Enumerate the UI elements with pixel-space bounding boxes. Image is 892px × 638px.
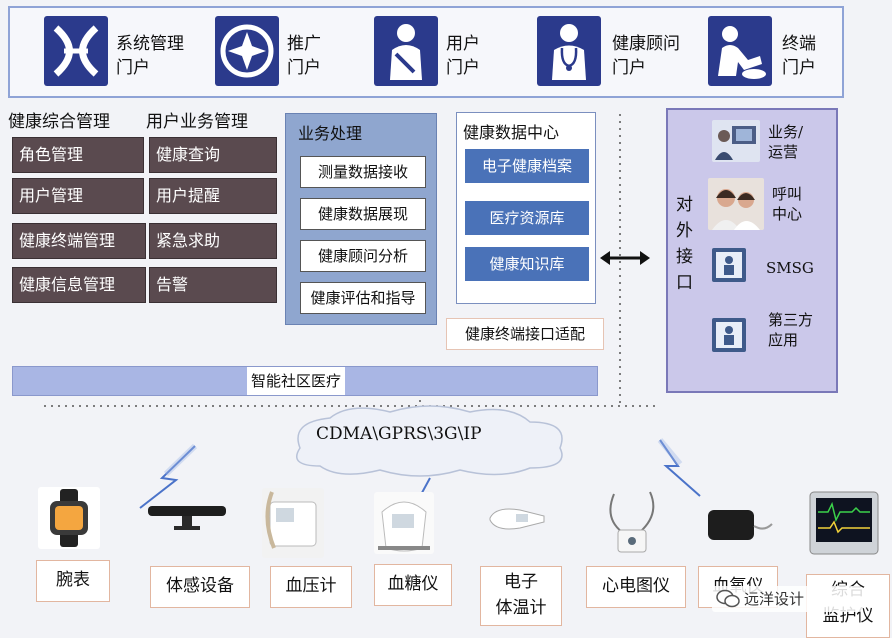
doctor-icon[interactable] [537, 16, 601, 86]
business-processing-panel: 业务处理 测量数据接收 健康数据展现 健康顾问分析 健康评估和指导 [285, 113, 437, 325]
glucose-meter-icon[interactable] [374, 492, 434, 554]
ecg-label: 心电图仪 [586, 566, 686, 608]
operator-label: 业务/运营 [768, 123, 804, 161]
health-data-center-panel: 健康数据中心 电子健康档案 医疗资源库 健康知识库 [456, 112, 596, 304]
alarm-button[interactable]: 告警 [149, 267, 277, 303]
portal-label-promotion: 推广门户 [287, 34, 321, 78]
system-admin-icon[interactable] [44, 16, 108, 86]
watermark: 远洋设计 [712, 586, 862, 612]
user-business-title: 用户业务管理 [146, 112, 248, 132]
promotion-icon[interactable] [215, 16, 279, 86]
measurement-receive-item[interactable]: 测量数据接收 [300, 156, 426, 188]
portal-bar: 系统管理门户 推广门户 用户门户 健康顾问门户 [8, 6, 844, 98]
portal-label-terminal: 终端门户 [782, 34, 816, 78]
user-reminder-button[interactable]: 用户提醒 [149, 178, 277, 214]
operator-icon[interactable] [712, 120, 760, 162]
blood-pressure-label: 血压计 [270, 566, 352, 608]
network-protocols-label: CDMA\GPRS\3G\IP [316, 424, 482, 444]
wechat-icon [716, 589, 740, 608]
thermometer-icon[interactable] [486, 500, 548, 540]
watch-label: 腕表 [36, 560, 110, 602]
external-interface-panel: 对 外 接 口 业务/运营 呼叫中心 [666, 108, 838, 393]
motion-sensor-label: 体感设备 [150, 566, 250, 608]
health-data-center-title: 健康数据中心 [463, 123, 560, 142]
portal-label-system: 系统管理门户 [116, 34, 184, 78]
thermometer-label: 电子体温计 [480, 566, 562, 626]
portal-label-user: 用户门户 [446, 34, 480, 78]
oximeter-icon[interactable] [704, 502, 774, 546]
emergency-help-button[interactable]: 紧急求助 [149, 223, 277, 259]
ehr-item[interactable]: 电子健康档案 [465, 149, 589, 183]
smsg-label: SMSG [766, 259, 814, 277]
health-data-display-item[interactable]: 健康数据展现 [300, 198, 426, 230]
glucose-meter-label: 血糖仪 [374, 564, 452, 606]
watch-icon[interactable] [38, 487, 100, 549]
advisor-analysis-item[interactable]: 健康顾问分析 [300, 240, 426, 272]
community-medical-bar: 智能社区医疗 [12, 366, 598, 396]
call-center-label: 呼叫中心 [772, 185, 803, 223]
monitor-icon[interactable] [808, 490, 880, 556]
call-center-icon[interactable] [708, 178, 764, 230]
motion-sensor-icon[interactable] [146, 500, 228, 536]
third-party-label: 第三方应用 [768, 311, 814, 349]
health-info-management-button[interactable]: 健康信息管理 [12, 267, 146, 303]
terminal-interface-adapter: 健康终端接口适配 [446, 318, 604, 350]
assessment-guidance-item[interactable]: 健康评估和指导 [300, 282, 426, 314]
health-query-button[interactable]: 健康查询 [149, 137, 277, 173]
third-party-icon[interactable] [712, 318, 746, 352]
medical-resource-item[interactable]: 医疗资源库 [465, 201, 589, 235]
dotted-separators [44, 114, 660, 418]
blood-pressure-icon[interactable] [262, 488, 324, 558]
health-management-title: 健康综合管理 [8, 112, 110, 132]
terminal-icon[interactable] [708, 16, 772, 86]
user-icon[interactable] [374, 16, 438, 86]
ecg-icon[interactable] [600, 488, 662, 558]
business-processing-title: 业务处理 [298, 124, 363, 143]
health-knowledge-item[interactable]: 健康知识库 [465, 247, 589, 281]
portal-label-advisor: 健康顾问门户 [612, 34, 680, 78]
smsg-icon[interactable] [712, 248, 746, 282]
community-medical-label: 智能社区医疗 [247, 367, 346, 395]
role-management-button[interactable]: 角色管理 [12, 137, 144, 173]
terminal-management-button[interactable]: 健康终端管理 [12, 223, 146, 259]
external-interface-title: 对 外 接 口 [676, 195, 693, 293]
double-arrow-icon [600, 251, 650, 265]
user-management-button[interactable]: 用户管理 [12, 178, 144, 214]
network-cloud [139, 405, 701, 510]
